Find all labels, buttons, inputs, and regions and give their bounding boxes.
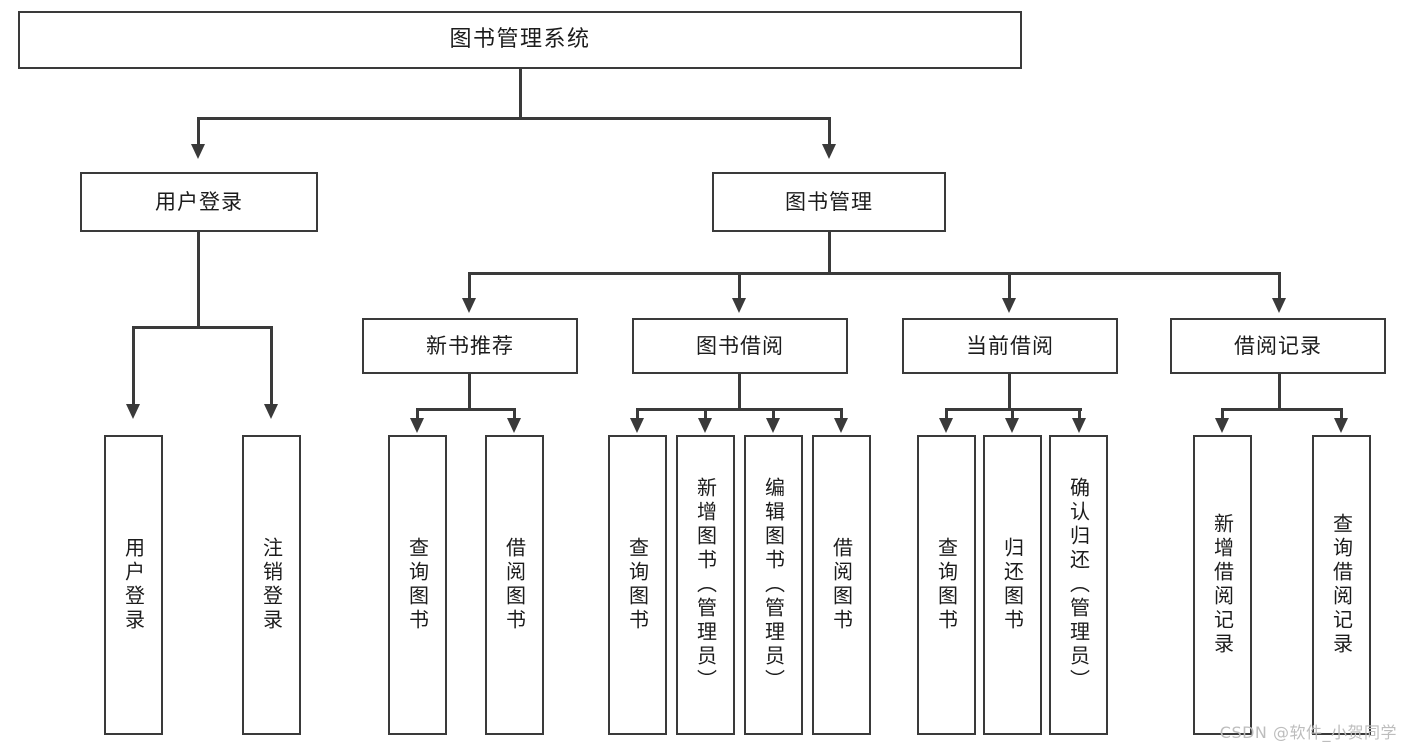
edge-record-bar bbox=[1221, 408, 1340, 411]
node-label: 图书借阅 bbox=[696, 333, 784, 358]
edge-current-to-leaf-1 bbox=[1011, 408, 1014, 420]
edge-recommend-to-leaf-1 bbox=[513, 408, 516, 420]
edge-login-stem bbox=[197, 232, 200, 328]
edge-borrow-to-leaf-1 bbox=[704, 408, 707, 420]
edge-borrow-to-leaf-3 bbox=[840, 408, 843, 420]
arrow-borrow-to-leaf-2 bbox=[766, 418, 780, 433]
edge-login-to-leaf-0 bbox=[132, 326, 135, 406]
leaf-return-book[interactable]: 归还图书 bbox=[983, 435, 1042, 735]
edge-borrow-stem bbox=[738, 374, 741, 410]
edge-bookmgmt-stem bbox=[828, 232, 831, 274]
arrow-record-to-leaf-0 bbox=[1215, 418, 1229, 433]
edge-bookmgmt-to-borrow bbox=[738, 272, 741, 300]
node-label: 新书推荐 bbox=[426, 333, 514, 358]
watermark-text: CSDN @软件_小贺同学 bbox=[1219, 723, 1397, 742]
arrow-borrow-to-leaf-0 bbox=[630, 418, 644, 433]
arrow-bookmgmt-to-current bbox=[1002, 298, 1016, 313]
arrow-current-to-leaf-0 bbox=[939, 418, 953, 433]
node-label: 借阅图书 bbox=[502, 537, 527, 633]
edge-bookmgmt-to-record bbox=[1278, 272, 1281, 300]
leaf-add-book-admin[interactable]: 新增图书（管理员） bbox=[676, 435, 735, 735]
edge-current-to-leaf-0 bbox=[945, 408, 948, 420]
edge-recommend-to-leaf-0 bbox=[416, 408, 419, 420]
edge-bookmgmt-to-recommend bbox=[468, 272, 471, 300]
arrow-root-to-login bbox=[191, 144, 205, 159]
leaf-edit-book-admin[interactable]: 编辑图书（管理员） bbox=[744, 435, 803, 735]
arrow-recommend-to-leaf-0 bbox=[410, 418, 424, 433]
arrow-recommend-to-leaf-1 bbox=[507, 418, 521, 433]
edge-borrow-bar bbox=[636, 408, 841, 411]
edge-login-to-leaf-1 bbox=[270, 326, 273, 406]
node-label: 当前借阅 bbox=[966, 333, 1054, 358]
node-label: 图书管理 bbox=[785, 189, 873, 214]
node-label: 借阅图书 bbox=[829, 537, 854, 633]
edge-root-stem bbox=[519, 69, 522, 118]
node-label: 注销登录 bbox=[259, 537, 284, 633]
node-label: 图书管理系统 bbox=[449, 27, 591, 53]
leaf-borrow-book-recommend[interactable]: 借阅图书 bbox=[485, 435, 544, 735]
leaf-confirm-return-admin[interactable]: 确认归还（管理员） bbox=[1049, 435, 1108, 735]
edge-record-to-leaf-1 bbox=[1340, 408, 1343, 420]
node-current-borrow[interactable]: 当前借阅 bbox=[902, 318, 1118, 374]
edge-record-stem bbox=[1278, 374, 1281, 410]
edge-login-bar bbox=[132, 326, 272, 329]
edge-current-stem bbox=[1008, 374, 1011, 410]
edge-borrow-to-leaf-0 bbox=[636, 408, 639, 420]
edge-current-bar bbox=[945, 408, 1082, 411]
node-book-management[interactable]: 图书管理 bbox=[712, 172, 946, 232]
edge-record-to-leaf-0 bbox=[1221, 408, 1224, 420]
edge-recommend-stem bbox=[468, 374, 471, 410]
arrow-current-to-leaf-1 bbox=[1005, 418, 1019, 433]
node-label: 确认归还（管理员） bbox=[1066, 477, 1091, 693]
arrow-current-to-leaf-2 bbox=[1072, 418, 1086, 433]
edge-root-to-bookmgmt bbox=[828, 117, 831, 146]
edge-recommend-bar bbox=[416, 408, 514, 411]
leaf-query-book-borrow[interactable]: 查询图书 bbox=[608, 435, 667, 735]
arrow-bookmgmt-to-recommend bbox=[462, 298, 476, 313]
node-label: 用户登录 bbox=[155, 189, 243, 214]
arrow-record-to-leaf-1 bbox=[1334, 418, 1348, 433]
node-label: 编辑图书（管理员） bbox=[761, 477, 786, 693]
leaf-logout[interactable]: 注销登录 bbox=[242, 435, 301, 735]
arrow-root-to-bookmgmt bbox=[822, 144, 836, 159]
node-label: 查询图书 bbox=[934, 537, 959, 633]
node-label: 查询图书 bbox=[625, 537, 650, 633]
arrow-borrow-to-leaf-1 bbox=[698, 418, 712, 433]
edge-borrow-to-leaf-2 bbox=[772, 408, 775, 420]
node-label: 查询借阅记录 bbox=[1329, 513, 1354, 657]
arrow-bookmgmt-to-borrow bbox=[732, 298, 746, 313]
arrow-login-to-leaf-0 bbox=[126, 404, 140, 419]
edge-root-bar bbox=[197, 117, 831, 120]
node-new-book-recommend[interactable]: 新书推荐 bbox=[362, 318, 578, 374]
node-user-login[interactable]: 用户登录 bbox=[80, 172, 318, 232]
leaf-add-borrow-record[interactable]: 新增借阅记录 bbox=[1193, 435, 1252, 735]
arrow-login-to-leaf-1 bbox=[264, 404, 278, 419]
arrow-bookmgmt-to-record bbox=[1272, 298, 1286, 313]
node-root-system[interactable]: 图书管理系统 bbox=[18, 11, 1022, 69]
leaf-query-book-current[interactable]: 查询图书 bbox=[917, 435, 976, 735]
node-label: 新增图书（管理员） bbox=[693, 477, 718, 693]
arrow-borrow-to-leaf-3 bbox=[834, 418, 848, 433]
node-book-borrow[interactable]: 图书借阅 bbox=[632, 318, 848, 374]
node-label: 归还图书 bbox=[1000, 537, 1025, 633]
leaf-query-book-recommend[interactable]: 查询图书 bbox=[388, 435, 447, 735]
node-label: 借阅记录 bbox=[1234, 333, 1322, 358]
edge-bookmgmt-bar bbox=[468, 272, 1280, 275]
edge-bookmgmt-to-current bbox=[1008, 272, 1011, 300]
node-label: 新增借阅记录 bbox=[1210, 513, 1235, 657]
leaf-query-borrow-record[interactable]: 查询借阅记录 bbox=[1312, 435, 1371, 735]
edge-current-to-leaf-2 bbox=[1078, 408, 1081, 420]
leaf-borrow-book[interactable]: 借阅图书 bbox=[812, 435, 871, 735]
leaf-user-login[interactable]: 用户登录 bbox=[104, 435, 163, 735]
edge-root-to-login bbox=[197, 117, 200, 146]
node-borrow-record[interactable]: 借阅记录 bbox=[1170, 318, 1386, 374]
node-label: 用户登录 bbox=[121, 537, 146, 633]
node-label: 查询图书 bbox=[405, 537, 430, 633]
